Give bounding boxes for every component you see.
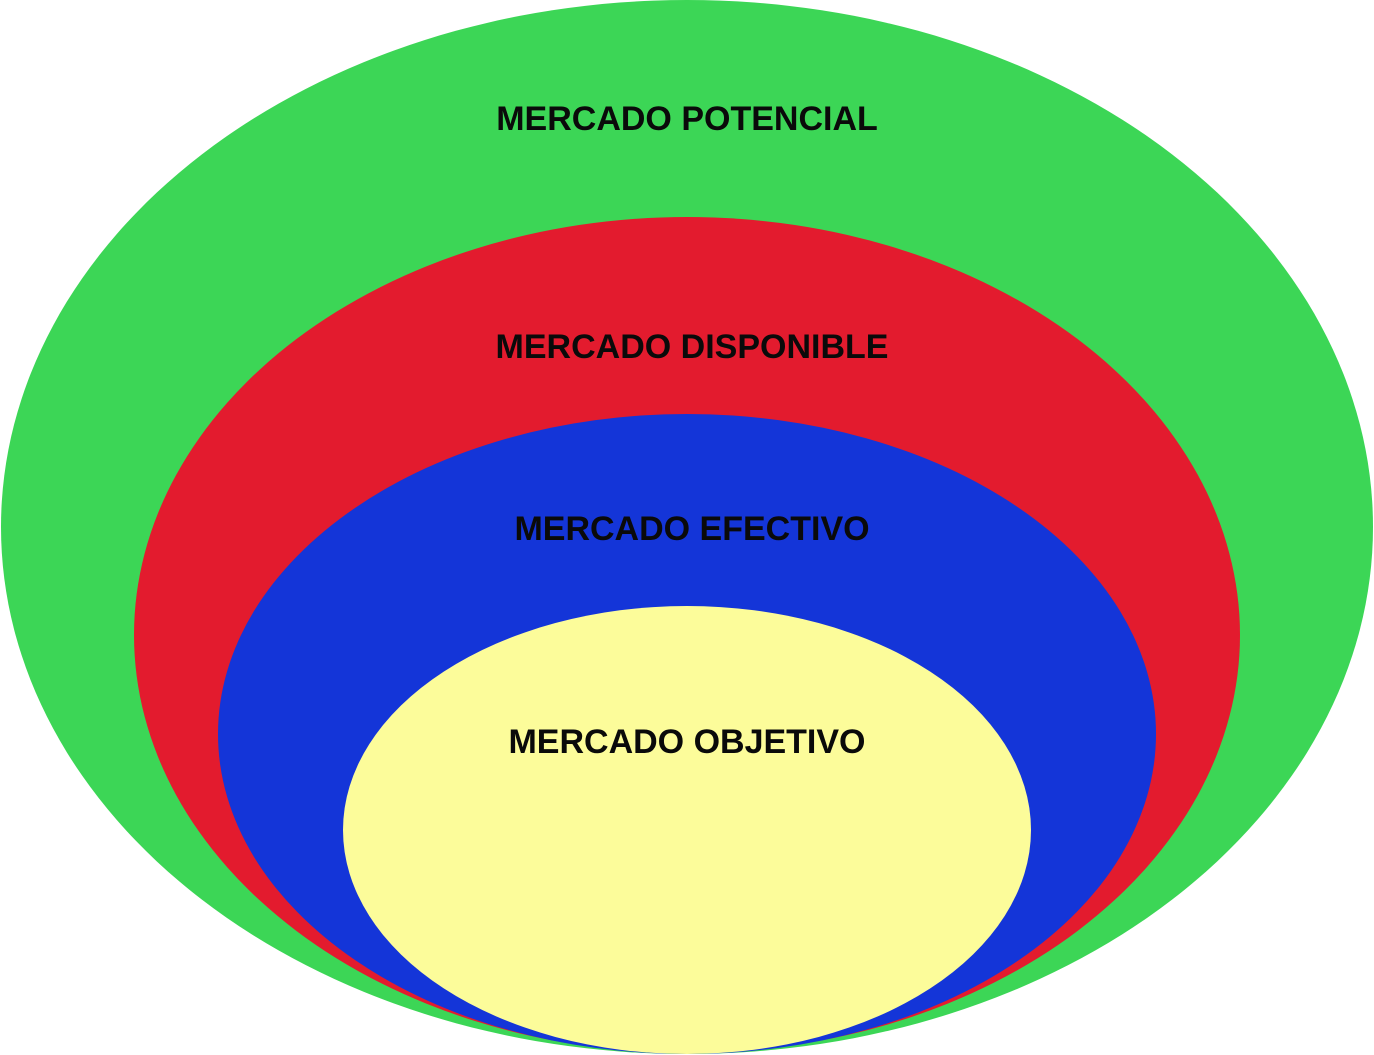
label-mercado-potencial: MERCADO POTENCIAL bbox=[496, 100, 878, 138]
label-mercado-efectivo: MERCADO EFECTIVO bbox=[514, 510, 869, 548]
label-mercado-disponible: MERCADO DISPONIBLE bbox=[496, 328, 889, 366]
ellipse-mercado-objetivo bbox=[343, 606, 1031, 1054]
label-mercado-objetivo: MERCADO OBJETIVO bbox=[508, 723, 865, 761]
